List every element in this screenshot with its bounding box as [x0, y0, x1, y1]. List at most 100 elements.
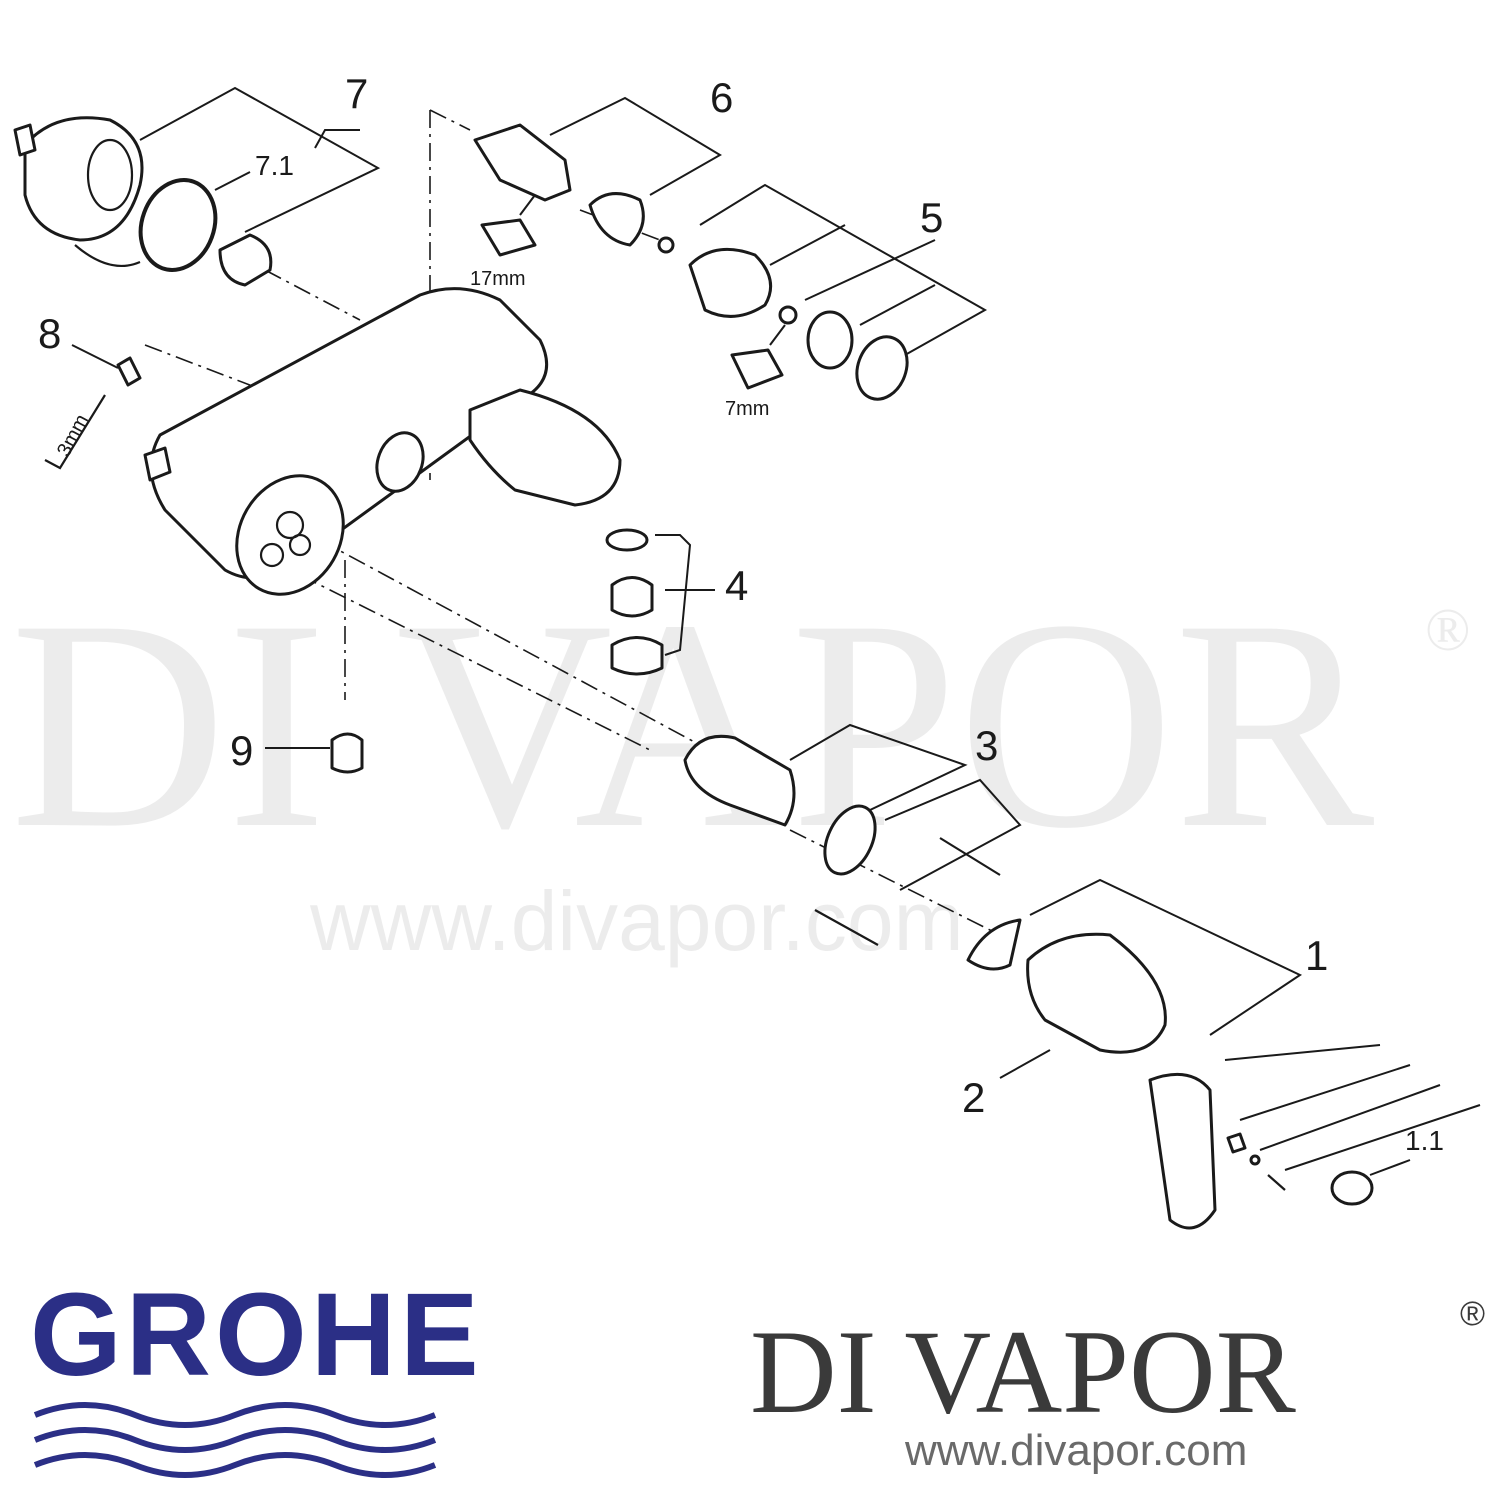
- part-7-1-oring: [138, 178, 218, 272]
- watermark: DI VAPOR ® www.divapor.com: [10, 558, 1471, 968]
- part-6-assembly: [473, 123, 675, 257]
- leader-1-1: [1369, 1159, 1411, 1176]
- hex-key-3mm: [44, 394, 106, 470]
- callout-1-1: 1.1: [1405, 1125, 1444, 1156]
- grohe-wave-1: [33, 1402, 437, 1428]
- leader-5-b: [804, 239, 936, 301]
- part-5-cover: [688, 247, 773, 318]
- divapor-logo-text: DI VAPOR: [750, 1305, 1296, 1438]
- watermark-url: www.divapor.com: [309, 874, 964, 968]
- body-port-left: [259, 542, 285, 568]
- part-7-bore: [86, 138, 134, 212]
- leader-7-top: [314, 129, 360, 149]
- part-1-washer: [1249, 1154, 1261, 1166]
- part-1-screw: [1267, 1174, 1286, 1191]
- part-7-rotate-arrow: [74, 244, 141, 267]
- leader-2: [999, 1049, 1051, 1079]
- leader-1: [1029, 878, 1303, 1036]
- callout-8: 8: [38, 310, 61, 357]
- part-3-flange: [823, 804, 877, 876]
- part-1-2-assembly: [966, 918, 1374, 1230]
- callout-7: 7: [345, 70, 368, 117]
- part-4-aerator-housing: [610, 636, 664, 676]
- grohe-wave-2: [33, 1427, 437, 1453]
- callout-5: 5: [920, 194, 943, 241]
- part-3-assembly: [683, 734, 1001, 946]
- callout-3: 3: [975, 722, 998, 769]
- part-4-aerator-insert: [610, 576, 654, 618]
- callouts: 7 7.1 6 5 8 4 9 3 1 2 1.1: [38, 70, 1444, 1156]
- leader-lines: [71, 86, 1481, 1176]
- axis-cartridge-7: [264, 269, 361, 321]
- part-4-washer: [605, 528, 649, 552]
- part-7-filter: [218, 233, 273, 287]
- leader-1-c: [1259, 1084, 1441, 1151]
- wrench-7mm-socket: [730, 348, 784, 390]
- part-1-lever: [1148, 1072, 1217, 1230]
- body-port-top: [275, 510, 305, 540]
- leader-1-b: [1239, 1064, 1411, 1121]
- leader-6: [549, 96, 722, 196]
- part-5-nut: [778, 305, 798, 325]
- part-2-cap-cone: [966, 918, 1022, 971]
- part-6-cartridge: [473, 123, 572, 202]
- part-3-screw-lower: [814, 909, 879, 946]
- part-8-assembly: [44, 356, 142, 470]
- leader-1-d: [1284, 1104, 1481, 1171]
- grohe-wave-3: [33, 1452, 437, 1478]
- part-9-fitting: [330, 732, 364, 774]
- callout-4: 4: [725, 562, 748, 609]
- leader-5-c: [859, 284, 936, 326]
- watermark-text: DI VAPOR: [10, 558, 1376, 890]
- part-5-oring: [806, 310, 854, 370]
- callout-6: 6: [710, 74, 733, 121]
- leader-5: [699, 183, 988, 356]
- part-1-1-cap: [1330, 1170, 1374, 1206]
- leader-3: [789, 723, 968, 811]
- mixer-body: [143, 287, 622, 596]
- leader-5-a: [769, 224, 846, 266]
- tool-label-3mm: 3mm: [53, 411, 93, 461]
- part-3-cartridge: [683, 734, 796, 827]
- divapor-logo: DI VAPOR ® www.divapor.com: [750, 1295, 1485, 1475]
- body-port-right: [288, 533, 312, 557]
- callout-7-1: 7.1: [255, 150, 294, 181]
- leader-8: [71, 344, 119, 369]
- part-1-nut: [1226, 1132, 1247, 1154]
- body-side-port: [375, 431, 425, 493]
- part-8-grub-screw: [116, 356, 142, 387]
- part-6-washer: [657, 236, 675, 254]
- part-5-cap: [855, 335, 909, 401]
- leader-7-1: [214, 171, 251, 191]
- leader-7: [139, 86, 381, 233]
- leader-3-b: [884, 778, 1022, 891]
- watermark-reg: ®: [1425, 597, 1471, 663]
- spout: [468, 388, 622, 507]
- callout-9: 9: [230, 727, 253, 774]
- grohe-logo-text: GROHE: [30, 1269, 483, 1401]
- part-6-bush: [588, 192, 645, 247]
- grohe-logo: GROHE: [30, 1269, 483, 1478]
- part-7-thread: [13, 123, 37, 157]
- part-5-assembly: [688, 247, 909, 401]
- leader-17mm: [519, 194, 536, 216]
- part-7-assembly: [13, 116, 273, 287]
- axis-cartridge-6-top: [429, 109, 471, 131]
- callout-2: 2: [962, 1074, 985, 1121]
- wrench-17mm-socket: [480, 218, 537, 257]
- leader-1-a: [1224, 1044, 1381, 1061]
- body-inlet-stub: [143, 446, 172, 482]
- body-end-face: [235, 474, 345, 596]
- tool-label-17mm: 17mm: [470, 268, 526, 290]
- divapor-logo-reg: ®: [1460, 1295, 1485, 1333]
- part-4-assembly: [605, 528, 664, 676]
- leader-7mm: [769, 324, 786, 346]
- axis-main-cartridge: [319, 539, 701, 746]
- leader-4-bracket: [655, 534, 692, 656]
- part-3-screw-upper: [939, 837, 1001, 876]
- divapor-logo-url: www.divapor.com: [904, 1426, 1247, 1475]
- tool-label-7mm: 7mm: [725, 398, 769, 420]
- part-2-sleeve: [1026, 932, 1167, 1054]
- part-7-body: [23, 116, 144, 242]
